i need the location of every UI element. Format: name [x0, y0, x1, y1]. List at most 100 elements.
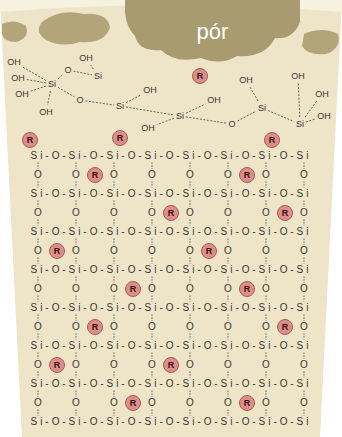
r-label: R — [130, 398, 137, 408]
siloxane-chain: Si-O-Si-O-Si-O-Si-O-Si-O-Si-O-Si-O-Si — [31, 303, 312, 313]
vertical-bond — [227, 258, 228, 264]
oxygen-row: O O O O O O O O — [34, 170, 308, 180]
surface-group: OH — [315, 89, 329, 99]
vertical-bond — [227, 334, 228, 340]
vertical-bond — [189, 410, 190, 416]
vertical-bond — [75, 182, 76, 188]
vertical-bond — [303, 315, 304, 321]
r-group: R — [49, 243, 65, 259]
oxygen-row: O O O O O O O O — [34, 322, 308, 332]
vertical-bond — [265, 258, 266, 264]
r-group: R — [49, 357, 65, 373]
vertical-bond — [227, 277, 228, 283]
bond-line — [23, 67, 46, 80]
r-group: R — [239, 167, 255, 183]
r-group: R — [22, 132, 38, 148]
vertical-bond — [151, 239, 152, 245]
r-label: R — [197, 71, 204, 81]
surface-group: Si — [94, 71, 102, 81]
vertical-bond — [189, 391, 190, 397]
r-label: R — [117, 133, 124, 143]
vertical-bond — [151, 163, 152, 169]
vertical-bond — [265, 372, 266, 378]
vertical-bond — [189, 315, 190, 321]
vertical-bond — [189, 372, 190, 378]
siloxane-chain: Si-O-Si-O-Si-O-Si-O-Si-O-Si-O-Si-O-Si — [31, 379, 312, 389]
vertical-bond — [151, 353, 152, 359]
vertical-bond — [303, 201, 304, 207]
oxygen-row: O O O O O O O O — [34, 284, 308, 294]
surface-group: Si — [48, 79, 56, 89]
bond-line — [91, 65, 94, 69]
r-group: R — [125, 395, 141, 411]
vertical-bond — [151, 410, 152, 416]
vertical-bond — [75, 410, 76, 416]
vertical-bond — [75, 334, 76, 340]
vertical-bond — [113, 334, 114, 340]
siloxane-chain: Si-O-Si-O-Si-O-Si-O-Si-O-Si-O-Si-O-Si — [31, 151, 312, 161]
vertical-bond — [37, 296, 38, 302]
r-label: R — [282, 322, 289, 332]
vertical-bond — [227, 201, 228, 207]
vertical-bond — [227, 315, 228, 321]
vertical-bond — [303, 334, 304, 340]
vertical-bond — [75, 239, 76, 245]
vertical-bond — [37, 201, 38, 207]
vertical-bond — [113, 163, 114, 169]
r-group: R — [163, 205, 179, 221]
vertical-bond — [151, 391, 152, 397]
siloxane-chain: Si-O-Si-O-Si-O-Si-O-Si-O-Si-O-Si-O-Si — [31, 189, 312, 199]
vertical-bond — [227, 391, 228, 397]
pore-shape — [125, 0, 300, 62]
vertical-bond — [37, 372, 38, 378]
vertical-bond — [75, 277, 76, 283]
bond-line — [306, 119, 315, 122]
siloxane-chain: Si-O-Si-O-Si-O-Si-O-Si-O-Si-O-Si-O-Si — [31, 341, 312, 351]
vertical-bond — [303, 296, 304, 302]
vertical-bond — [113, 391, 114, 397]
vertical-bond — [227, 296, 228, 302]
r-group: R — [201, 243, 217, 259]
r-label: R — [269, 135, 276, 145]
vertical-bond — [265, 296, 266, 302]
r-label: R — [27, 135, 34, 145]
atom-label: O — [64, 65, 71, 75]
r-label: R — [168, 360, 175, 370]
vertical-bond — [227, 353, 228, 359]
vertical-bond — [189, 353, 190, 359]
vertical-bond — [113, 220, 114, 226]
oxygen-row: O O O O O O O O — [34, 398, 308, 408]
vertical-bond — [265, 239, 266, 245]
pore-label: pór — [197, 20, 229, 44]
vertical-bond — [151, 372, 152, 378]
vertical-bond — [265, 353, 266, 359]
surface-group: OH — [79, 53, 93, 63]
bond-line — [298, 83, 299, 117]
bond-line — [250, 87, 258, 101]
vertical-bond — [189, 239, 190, 245]
r-group: R — [163, 357, 179, 373]
surface-group: OH — [141, 123, 155, 133]
vertical-bond — [113, 182, 114, 188]
vertical-bond — [189, 182, 190, 188]
vertical-bond — [265, 182, 266, 188]
r-group: R — [239, 395, 255, 411]
surface-group: OH — [317, 111, 331, 121]
atom-label: O — [76, 95, 83, 105]
vertical-bond — [189, 163, 190, 169]
vertical-bond — [37, 277, 38, 283]
vertical-bond — [303, 353, 304, 359]
surface-group: OH — [239, 75, 253, 85]
r-label: R — [130, 284, 137, 294]
r-label: R — [244, 398, 251, 408]
vertical-bond — [189, 220, 190, 226]
pore-blob — [302, 30, 339, 54]
vertical-bond — [265, 201, 266, 207]
r-label: R — [206, 246, 213, 256]
vertical-bond — [151, 201, 152, 207]
vertical-bond — [113, 258, 114, 264]
vertical-bond — [265, 315, 266, 321]
siloxane-chain: Si-O-Si-O-Si-O-Si-O-Si-O-Si-O-Si-O-Si — [31, 227, 312, 237]
r-label: R — [244, 170, 251, 180]
pore-blob — [39, 12, 110, 44]
